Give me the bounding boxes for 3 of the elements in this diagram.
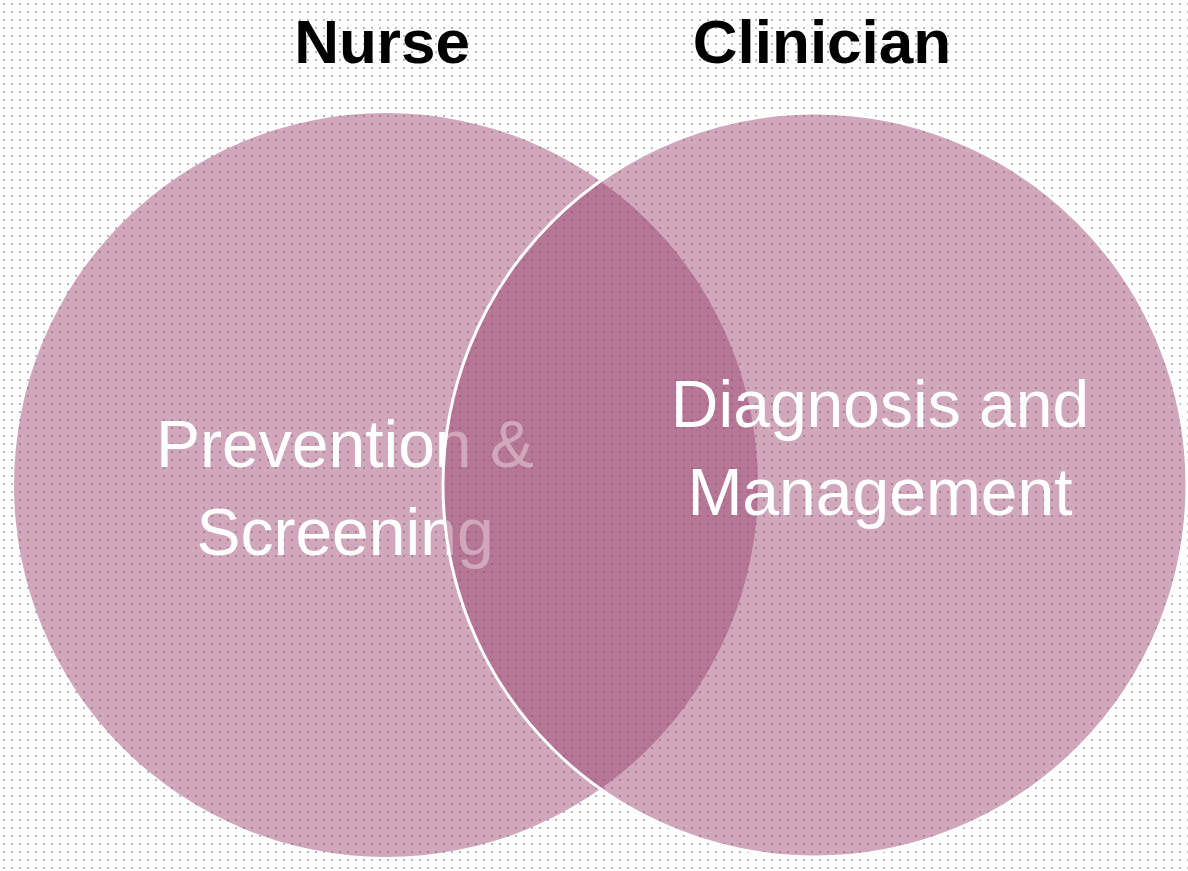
- circle-heading: Nurse: [293, 6, 471, 77]
- circle-label: Diagnosis and Management: [669, 366, 1091, 531]
- circle-heading: Clinician: [691, 6, 953, 77]
